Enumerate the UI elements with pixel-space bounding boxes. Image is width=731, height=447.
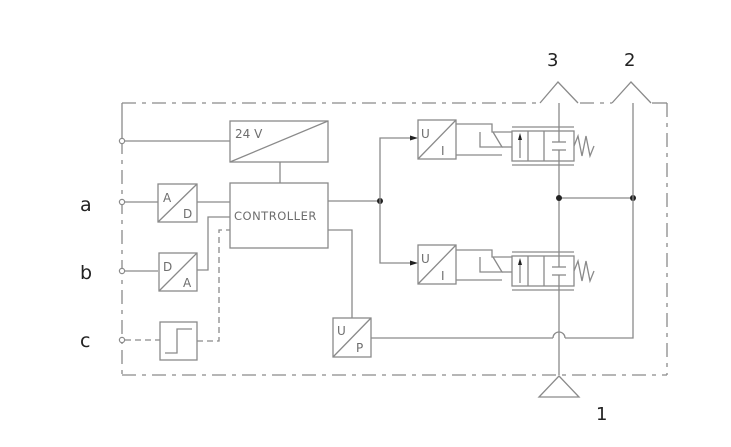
input-b-line [118,267,158,275]
threshold-switch-block [159,321,198,361]
ad-top: A [163,191,172,205]
port-3-triangle-icon [539,81,579,104]
ui1-top: U [421,127,430,141]
arrow-icon [410,135,418,141]
ui1-bottom: I [441,144,445,158]
spring-icon [573,258,595,284]
spring-icon [573,133,595,159]
up-bottom: P [356,341,363,355]
input-a-terminal [118,137,230,145]
controller-block: CONTROLLER [229,182,329,249]
ui-converter-2-block: U I [417,244,457,285]
enclosure-border [121,102,668,376]
da-to-controller-line [197,216,230,271]
switch-to-controller-line [197,229,230,342]
controller-label: CONTROLLER [234,209,317,223]
up-top: U [337,324,346,338]
port-2-triangle-icon [611,81,652,104]
port-label-3: 3 [547,50,558,71]
step-icon [165,328,192,354]
ad-converter-block: A D [157,183,198,223]
ui2-bottom: I [441,269,445,283]
to-ui1-line [379,137,412,201]
junction-dot [556,195,562,201]
valve-1 [511,126,595,166]
input-c-line [118,336,160,344]
solenoid-2 [456,249,512,281]
power-supply-label: 24 V [235,127,263,141]
valve-2 [511,251,595,291]
controller-to-up-line [328,229,353,318]
input-label-c: c [80,330,90,352]
ui-converter-1-block: U I [417,119,457,160]
port-label-1: 1 [596,404,607,425]
da-converter-block: D A [158,252,198,292]
solenoid-1 [456,123,512,156]
line-crossover [552,331,566,339]
port-label-2: 2 [624,50,635,71]
input-label-a: a [80,194,92,216]
port-1-triangle-icon [537,375,581,398]
da-top: D [163,260,172,274]
input-label-b: b [80,262,92,284]
power-supply-block: 24 V [229,120,329,163]
port2-line [565,103,634,339]
input-a-line [118,198,158,206]
ad-bottom: D [183,207,192,221]
ui2-top: U [421,252,430,266]
arrow-icon [410,260,418,266]
da-bottom: A [183,276,192,290]
to-ui2-line [379,201,412,264]
up-converter-block: U P [332,317,372,358]
